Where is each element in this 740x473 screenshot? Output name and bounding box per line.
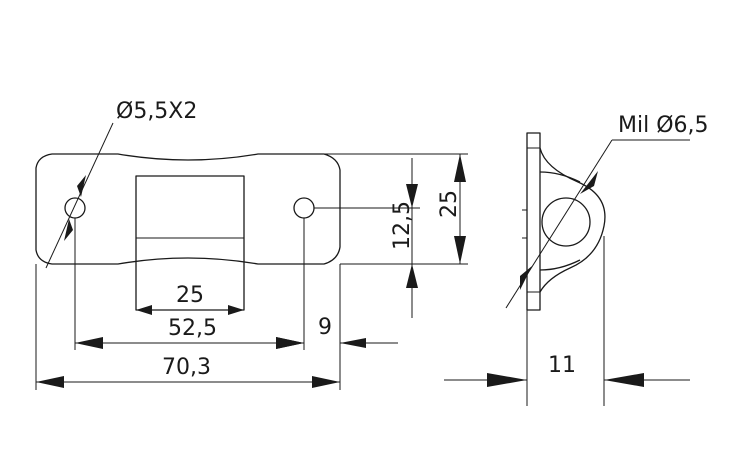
hole-height-label: 12,5	[390, 201, 415, 250]
edge-to-hole-label: 9	[318, 315, 332, 340]
hole-callout: Ø5,5X2	[116, 99, 197, 124]
slot-width-label: 25	[176, 283, 204, 308]
plate-outline	[35, 153, 341, 265]
overall-length-dimension	[35, 264, 341, 390]
side-depth-label: 11	[548, 353, 576, 378]
side-boss	[539, 147, 606, 293]
side-depth-dimension	[444, 236, 690, 406]
plate-height-label: 25	[437, 190, 462, 218]
overall-length-label: 70,3	[162, 355, 211, 380]
side-plate	[526, 132, 541, 311]
slot-width-dimension	[136, 305, 244, 315]
right-hole	[293, 197, 315, 219]
plate-height-dimension	[324, 153, 468, 264]
hole-to-slot-label: 52,5	[168, 316, 217, 341]
thread-callout: Mil Ø6,5	[618, 113, 709, 138]
hole-height-dimension	[314, 158, 468, 318]
side-view	[522, 132, 606, 311]
edge-to-hole-dimension	[276, 264, 398, 350]
side-thread-hole	[541, 197, 591, 247]
hole-callout-leader	[45, 122, 114, 269]
left-hole	[64, 197, 86, 219]
thread-callout-leader	[505, 139, 690, 309]
